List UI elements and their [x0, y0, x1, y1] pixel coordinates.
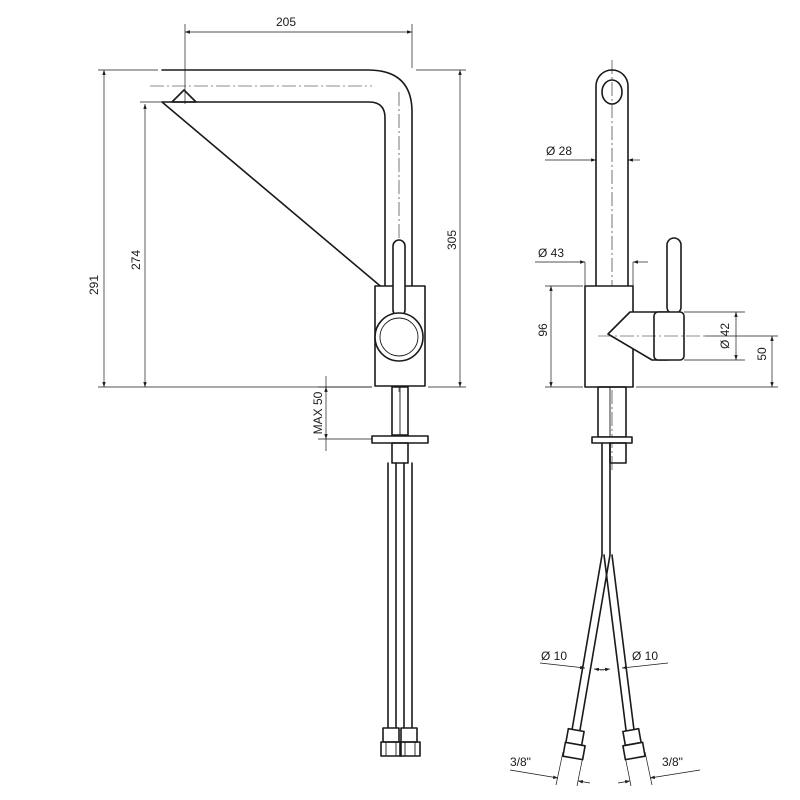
front-handle-knob	[374, 312, 424, 362]
front-hose-left	[387, 462, 397, 729]
dim-max-thickness: MAX 50	[311, 376, 372, 451]
dim-spout-diameter: Ø 28	[545, 144, 640, 162]
side-mounting-nut	[609, 442, 627, 464]
front-view: 205 291 274 305 MAX 5	[87, 15, 466, 757]
dim-handle-height: 50	[636, 335, 778, 388]
dim-height-total-label: 291	[87, 275, 101, 295]
dim-thread-left-label: 3/8"	[510, 755, 531, 769]
dim-reach-label: 205	[276, 15, 296, 29]
dim-body-height: 96	[536, 285, 583, 388]
dim-spout-height: 274	[129, 101, 172, 387]
dim-body-height-label: 96	[536, 323, 550, 337]
front-hose-right	[403, 462, 413, 729]
dim-height-total: 291	[87, 69, 372, 388]
side-hose-right	[603, 554, 635, 731]
front-hose-fittings	[380, 727, 421, 757]
dim-overall-height: 305	[416, 69, 466, 388]
front-spout-outline	[161, 69, 413, 291]
side-mounting-plate	[591, 436, 633, 444]
dim-hose-diameter-left: Ø 10	[539, 649, 605, 672]
dim-handle-height-label: 50	[755, 347, 769, 361]
front-handle-lever	[392, 239, 406, 317]
front-mounting-nut	[391, 442, 409, 464]
dim-hose-diameter-left-label: Ø 10	[541, 649, 567, 663]
side-handle-lever	[666, 237, 682, 315]
side-hose-fittings	[562, 727, 646, 761]
dim-hose-diameter-right: Ø 10	[599, 649, 669, 672]
dim-body-diameter: Ø 43	[535, 246, 648, 286]
dim-thread-left: 3/8"	[509, 751, 591, 787]
dim-max-thickness-label: MAX 50	[311, 391, 325, 434]
dim-thread-right: 3/8"	[617, 751, 701, 787]
dim-overall-height-label: 305	[445, 230, 459, 250]
dim-spout-height-label: 274	[129, 250, 143, 270]
front-mounting-plate	[371, 435, 429, 444]
dim-hose-diameter-right-label: Ø 10	[632, 649, 658, 663]
dim-thread-right-label: 3/8"	[662, 755, 683, 769]
dim-body-diameter-label: Ø 43	[538, 246, 564, 260]
front-handle-knob-inner	[379, 317, 419, 357]
aerator-nozzle	[171, 89, 197, 103]
side-hose-left	[571, 442, 611, 731]
dim-reach: 205	[184, 15, 413, 104]
dim-spout-diameter-label: Ø 28	[546, 144, 572, 158]
side-view: Ø 28 Ø 43 96 Ø 42 50	[509, 60, 778, 787]
side-spout	[595, 69, 629, 287]
